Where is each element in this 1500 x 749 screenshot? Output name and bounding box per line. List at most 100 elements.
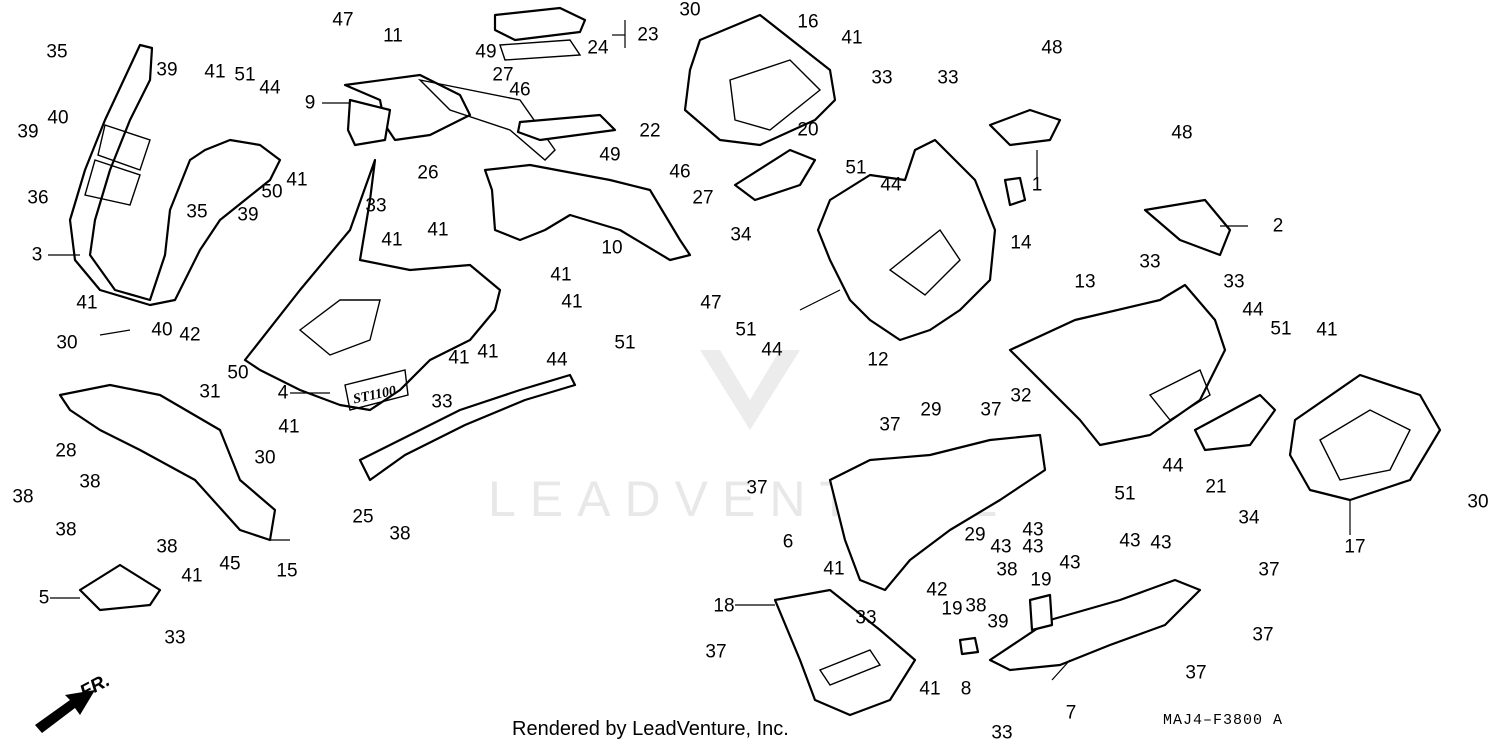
callout-label[interactable]: 41 <box>477 341 499 363</box>
callout-label[interactable]: 37 <box>746 477 768 499</box>
callout-label[interactable]: 33 <box>991 722 1013 744</box>
callout-label[interactable]: 33 <box>937 67 959 89</box>
callout-label[interactable]: 26 <box>417 162 439 184</box>
callout-label[interactable]: 6 <box>782 531 794 553</box>
callout-label[interactable]: 37 <box>1258 559 1280 581</box>
callout-label[interactable]: 46 <box>509 79 531 101</box>
callout-label[interactable]: 44 <box>259 77 281 99</box>
callout-label[interactable]: 14 <box>1010 232 1032 254</box>
callout-label[interactable]: 38 <box>55 519 77 541</box>
callout-label[interactable]: 33 <box>1139 251 1161 273</box>
callout-label[interactable]: 39 <box>987 611 1009 633</box>
callout-label[interactable]: 15 <box>276 560 298 582</box>
callout-label[interactable]: 7 <box>1065 702 1077 724</box>
callout-label[interactable]: 34 <box>1238 507 1260 529</box>
callout-label[interactable]: 18 <box>713 595 735 617</box>
callout-label[interactable]: 51 <box>735 319 757 341</box>
callout-label[interactable]: 41 <box>1316 319 1338 341</box>
callout-label[interactable]: 49 <box>475 41 497 63</box>
callout-label[interactable]: 50 <box>261 181 283 203</box>
callout-label[interactable]: 38 <box>389 523 411 545</box>
callout-label[interactable]: 43 <box>1150 532 1172 554</box>
callout-label[interactable]: 41 <box>381 229 403 251</box>
callout-label[interactable]: 23 <box>637 24 659 46</box>
callout-label[interactable]: 41 <box>278 416 300 438</box>
callout-label[interactable]: 43 <box>1022 519 1044 541</box>
callout-label[interactable]: 32 <box>1010 385 1032 407</box>
callout-label[interactable]: 38 <box>12 486 34 508</box>
callout-label[interactable]: 51 <box>1270 318 1292 340</box>
callout-label[interactable]: 41 <box>286 169 308 191</box>
callout-label[interactable]: 39 <box>17 121 39 143</box>
callout-label[interactable]: 41 <box>204 61 226 83</box>
callout-label[interactable]: 33 <box>365 195 387 217</box>
callout-label[interactable]: 38 <box>156 536 178 558</box>
callout-label[interactable]: 41 <box>448 347 470 369</box>
callout-label[interactable]: 33 <box>1223 271 1245 293</box>
callout-label[interactable]: 44 <box>1242 299 1264 321</box>
callout-label[interactable]: 16 <box>797 11 819 33</box>
callout-label[interactable]: 17 <box>1344 536 1366 558</box>
callout-label[interactable]: 2 <box>1272 215 1284 237</box>
callout-label[interactable]: 24 <box>587 37 609 59</box>
callout-label[interactable]: 44 <box>880 174 902 196</box>
callout-label[interactable]: 22 <box>639 120 661 142</box>
callout-label[interactable]: 41 <box>841 27 863 49</box>
callout-label[interactable]: 43 <box>1022 536 1044 558</box>
callout-label[interactable]: 9 <box>304 92 316 114</box>
callout-label[interactable]: 40 <box>151 319 173 341</box>
callout-label[interactable]: 43 <box>1119 530 1141 552</box>
callout-label[interactable]: 44 <box>761 339 783 361</box>
callout-label[interactable]: 31 <box>199 381 221 403</box>
callout-label[interactable]: 37 <box>1185 662 1207 684</box>
callout-label[interactable]: 47 <box>700 292 722 314</box>
callout-label[interactable]: 46 <box>669 161 691 183</box>
callout-label[interactable]: 21 <box>1205 476 1227 498</box>
callout-label[interactable]: 51 <box>1114 483 1136 505</box>
callout-label[interactable]: 30 <box>1467 491 1489 513</box>
callout-label[interactable]: 19 <box>941 598 963 620</box>
callout-label[interactable]: 37 <box>1252 624 1274 646</box>
callout-label[interactable]: 35 <box>186 201 208 223</box>
callout-label[interactable]: 20 <box>797 119 819 141</box>
callout-label[interactable]: 40 <box>47 107 69 129</box>
callout-label[interactable]: 41 <box>561 291 583 313</box>
callout-label[interactable]: 47 <box>332 9 354 31</box>
callout-label[interactable]: 42 <box>926 579 948 601</box>
callout-label[interactable]: 41 <box>919 678 941 700</box>
callout-label[interactable]: 29 <box>964 524 986 546</box>
callout-label[interactable]: 12 <box>867 349 889 371</box>
callout-label[interactable]: 37 <box>980 399 1002 421</box>
callout-label[interactable]: 33 <box>431 391 453 413</box>
callout-label[interactable]: 4 <box>277 382 289 404</box>
callout-label[interactable]: 28 <box>55 440 77 462</box>
callout-label[interactable]: 48 <box>1171 122 1193 144</box>
callout-label[interactable]: 41 <box>823 558 845 580</box>
callout-label[interactable]: 49 <box>599 144 621 166</box>
callout-label[interactable]: 51 <box>614 332 636 354</box>
callout-label[interactable]: 41 <box>181 565 203 587</box>
callout-label[interactable]: 19 <box>1030 569 1052 591</box>
callout-label[interactable]: 30 <box>254 447 276 469</box>
callout-label[interactable]: 34 <box>730 224 752 246</box>
callout-label[interactable]: 50 <box>227 362 249 384</box>
callout-label[interactable]: 30 <box>56 332 78 354</box>
callout-label[interactable]: 3 <box>31 244 43 266</box>
callout-label[interactable]: 36 <box>27 187 49 209</box>
callout-label[interactable]: 13 <box>1074 271 1096 293</box>
callout-label[interactable]: 35 <box>46 41 68 63</box>
callout-label[interactable]: 41 <box>427 219 449 241</box>
callout-label[interactable]: 51 <box>234 64 256 86</box>
callout-label[interactable]: 38 <box>965 595 987 617</box>
callout-label[interactable]: 41 <box>550 264 572 286</box>
callout-label[interactable]: 44 <box>546 349 568 371</box>
callout-label[interactable]: 42 <box>179 324 201 346</box>
callout-label[interactable]: 33 <box>871 67 893 89</box>
callout-label[interactable]: 51 <box>845 157 867 179</box>
callout-label[interactable]: 27 <box>492 64 514 86</box>
callout-label[interactable]: 33 <box>164 627 186 649</box>
callout-label[interactable]: 39 <box>237 204 259 226</box>
callout-label[interactable]: 38 <box>996 559 1018 581</box>
callout-label[interactable]: 5 <box>38 587 50 609</box>
callout-label[interactable]: 41 <box>76 292 98 314</box>
